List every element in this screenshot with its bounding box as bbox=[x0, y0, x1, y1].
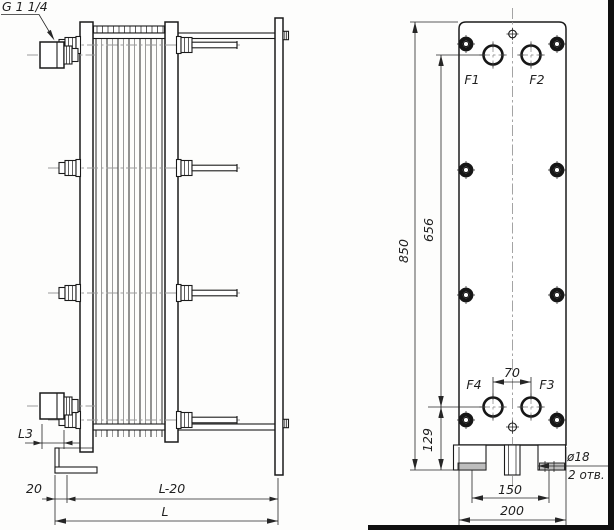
dim-port-spacing: 70 bbox=[492, 365, 532, 399]
center-hole-top bbox=[506, 28, 519, 40]
pressure-plate bbox=[164, 21, 179, 443]
dim-20-label: 20 bbox=[26, 481, 42, 496]
hole-dia-label: ø18 bbox=[566, 450, 590, 464]
dim-l3: L3 bbox=[18, 424, 80, 449]
dim-l-label: L bbox=[162, 504, 169, 519]
fixed-frame-plate bbox=[79, 21, 94, 453]
dim-bottom-front: 150 200 bbox=[458, 447, 567, 525]
column-bolt-bottom bbox=[282, 418, 290, 429]
thread-callout: G 1 1/4 bbox=[1, 0, 55, 41]
port-f4-label: F4 bbox=[466, 377, 481, 392]
leader-arrow bbox=[47, 29, 55, 41]
scan-border-bottom bbox=[368, 525, 614, 530]
dim-150-label: 150 bbox=[498, 482, 522, 497]
dim-vertical-chain: 850 656 129 bbox=[396, 21, 483, 471]
dim-70-label: 70 bbox=[504, 365, 520, 380]
dim-656-label: 656 bbox=[421, 218, 436, 242]
port-f2-label: F2 bbox=[529, 72, 544, 87]
dim-bottom-row: 20 L-20 L bbox=[26, 475, 279, 525]
port-f1-label: F1 bbox=[464, 72, 479, 87]
column-bolt-top bbox=[282, 30, 290, 41]
support-foot bbox=[54, 447, 98, 474]
foot-center-tab bbox=[503, 444, 521, 476]
plate-pack bbox=[95, 33, 163, 437]
dim-l3-label: L3 bbox=[18, 426, 33, 441]
note-holes: ø18 2 отв. bbox=[538, 450, 612, 482]
foot-left-slot bbox=[457, 462, 487, 471]
dim-850-label: 850 bbox=[396, 239, 411, 263]
side-view: G 1 1/4 L3 20 L-20 L bbox=[1, 0, 290, 525]
dim-129-label: 129 bbox=[420, 428, 435, 452]
scan-border-right bbox=[608, 0, 614, 530]
front-view: F1 F2 F4 F3 ø18 2 отв. 850 bbox=[396, 8, 612, 525]
support-column bbox=[274, 17, 284, 476]
port-f3-label: F3 bbox=[539, 377, 554, 392]
upper-guide-band bbox=[92, 25, 166, 34]
center-hole-bottom bbox=[506, 420, 519, 434]
dim-200-label: 200 bbox=[500, 503, 524, 518]
dim-l20-label: L-20 bbox=[159, 481, 185, 496]
hole-count-label: 2 отв. bbox=[568, 468, 605, 482]
mounting-feet bbox=[452, 444, 567, 476]
thread-label: G 1 1/4 bbox=[2, 0, 48, 14]
foot-right-slot bbox=[539, 462, 565, 471]
